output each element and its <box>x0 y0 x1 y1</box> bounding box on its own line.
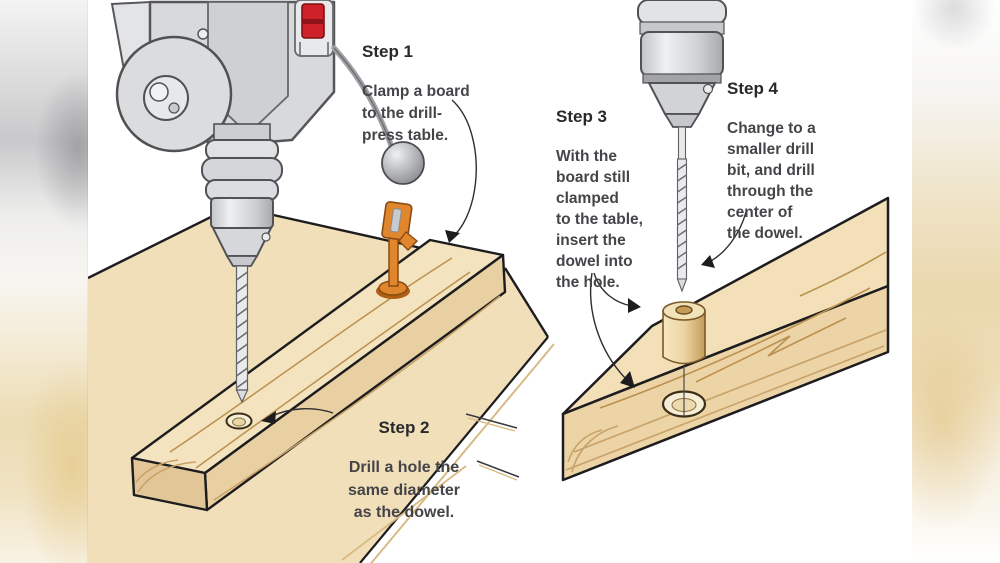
step3-arrow-to-dowel <box>593 272 641 313</box>
step3-arrow-to-hole <box>589 272 635 388</box>
illustration: Step 1 Clamp a board to the drill- press… <box>88 0 912 563</box>
step-3-title: Step 3 <box>556 107 608 126</box>
step2-arrow <box>261 408 334 424</box>
board-right <box>561 196 890 482</box>
step-1-annotation: Step 1 Clamp a board to the drill- press… <box>362 23 512 165</box>
step-2-title: Step 2 <box>378 418 430 437</box>
step-1-text: Clamp a board to the drill- press table. <box>362 83 470 144</box>
diagram-artwork <box>88 0 890 563</box>
step-3-annotation: Step 3 With the board still clamped to t… <box>556 88 666 311</box>
dowel <box>662 301 706 365</box>
dowel-center-hole <box>675 305 693 315</box>
feed-handle-ball <box>381 141 425 185</box>
power-switch <box>294 0 334 57</box>
drill-chuck-right <box>637 0 727 128</box>
step4-arrow <box>701 211 747 268</box>
step-4-title: Step 4 <box>727 79 779 98</box>
step-2-annotation: Step 2 Drill a hole the same diameter as… <box>288 399 520 543</box>
drill-press-head <box>110 0 425 185</box>
hold-down-clamp <box>376 201 419 299</box>
letterbox-right <box>912 0 1000 563</box>
large-drill-bit <box>235 265 249 404</box>
step-1-title: Step 1 <box>362 42 414 61</box>
step-2-text: Drill a hole the same diameter as the do… <box>347 459 461 521</box>
board-left-grain <box>135 257 501 501</box>
board-right-grain <box>565 251 887 473</box>
drilled-hole-left <box>225 412 253 430</box>
table-edge-fragments <box>465 413 520 481</box>
drill-chuck-left <box>201 123 283 267</box>
step-3-text: With the board still clamped to the tabl… <box>556 148 643 291</box>
step1-arrow <box>445 99 477 243</box>
step-4-text: Change to a smaller drill bit, and drill… <box>727 120 816 242</box>
step-4-annotation: Step 4 Change to a smaller drill bit, an… <box>727 60 857 262</box>
small-drill-bit <box>676 126 688 293</box>
feed-handle <box>331 45 425 185</box>
letterbox-left <box>0 0 88 563</box>
board-left <box>130 238 507 512</box>
